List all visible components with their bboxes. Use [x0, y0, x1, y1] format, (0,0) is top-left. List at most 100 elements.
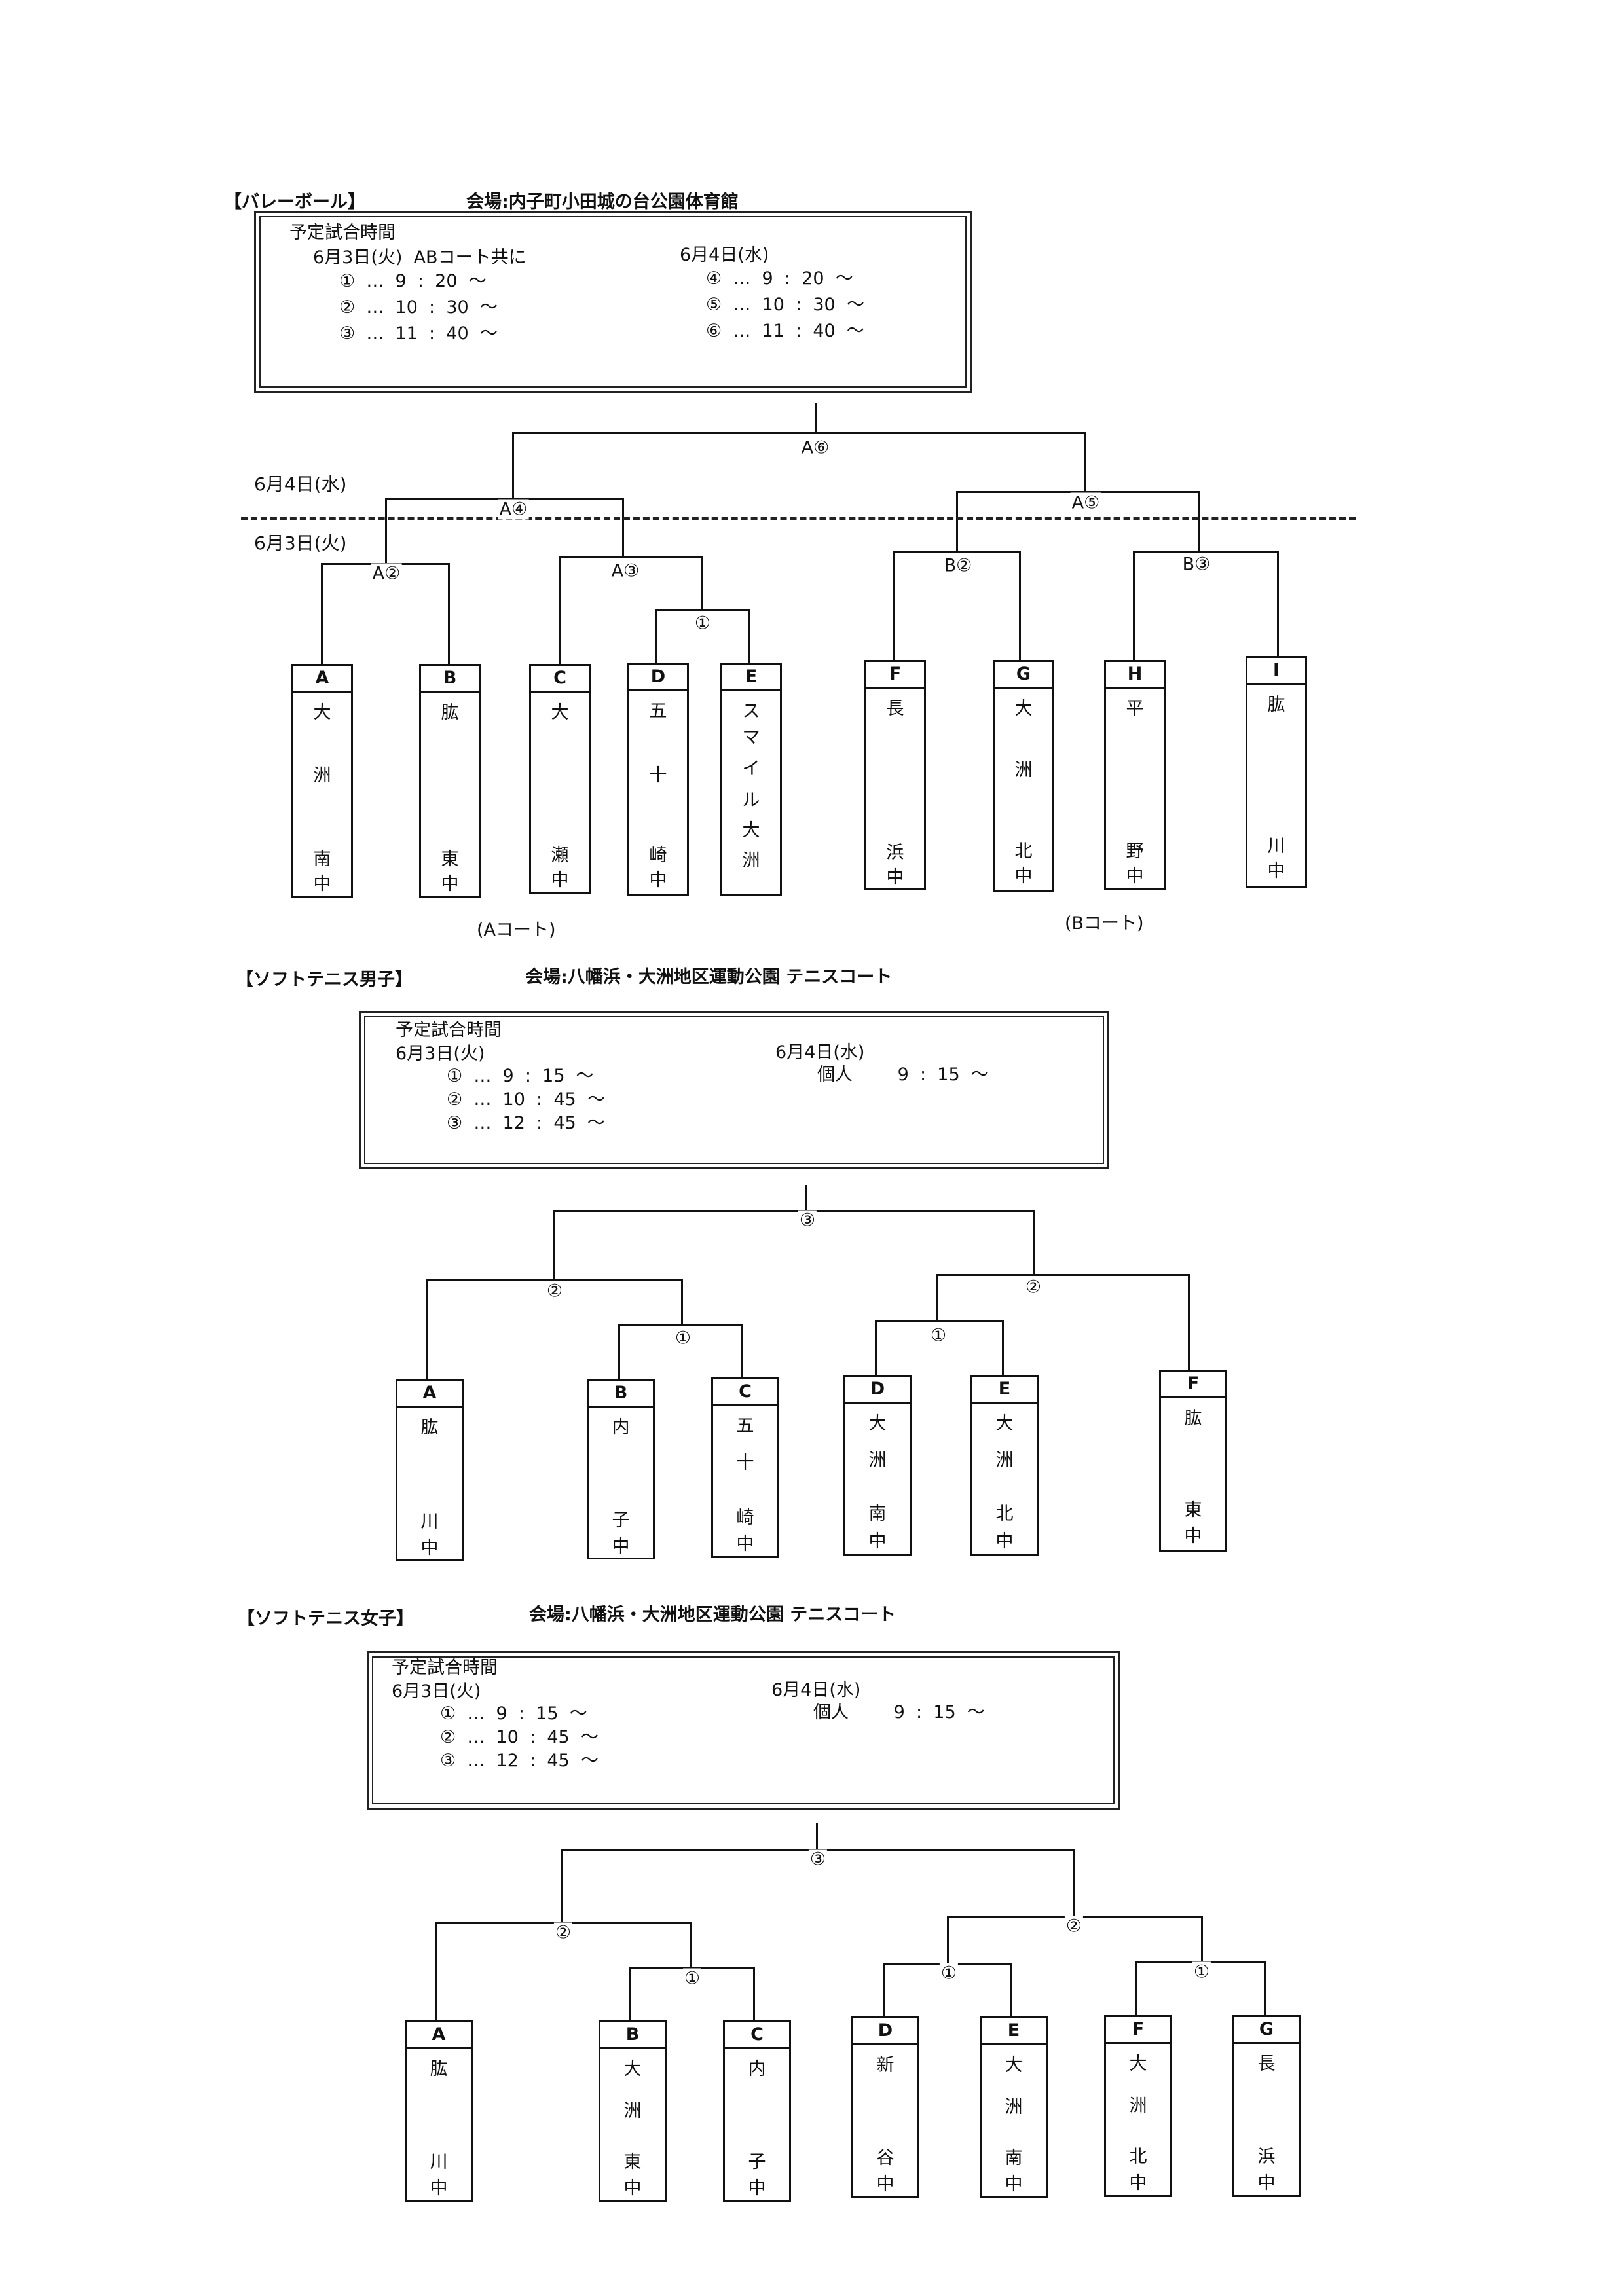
team-name-char: 中 — [649, 870, 667, 890]
team-name-char: 浜 — [1257, 2147, 1276, 2167]
team-name-char: 子 — [748, 2152, 766, 2172]
tennis-girls-schedule-box — [367, 1651, 1120, 1810]
team-letter: C — [713, 1379, 777, 1406]
team-name-char: 大 — [742, 820, 760, 841]
team-name-char: 大 — [995, 1413, 1014, 1434]
team-name-char: 肱 — [441, 702, 459, 723]
bracket-line — [805, 1185, 807, 1211]
bracket-line — [553, 1210, 555, 1281]
bracket-line — [561, 1849, 563, 1923]
tennis-girls-venue: 会場:八幡浜・大洲地区運動公園 テニスコート — [529, 1605, 896, 1625]
bracket-line — [875, 1320, 877, 1376]
team-name-char: 十 — [649, 765, 667, 786]
team-letter: B — [421, 666, 479, 693]
volleyball-day2-row: ⑥ … 11 : 40 ～ — [706, 321, 864, 341]
bracket-line — [655, 609, 657, 668]
date-label-june3: 6月3日(火) — [254, 532, 347, 554]
team-name-char: 洲 — [1005, 2097, 1023, 2117]
match-label: A③ — [610, 560, 641, 581]
team-name-char: 大 — [1014, 699, 1033, 719]
bracket-line — [1133, 551, 1135, 661]
bracket-line — [816, 1823, 818, 1850]
bracket-line — [748, 609, 750, 668]
tennis-boys-schedule-heading: 予定試合時間 — [396, 1020, 502, 1040]
bracket-line — [435, 1922, 437, 2022]
team-name-char: 中 — [420, 1538, 439, 1558]
bracket-line — [553, 1210, 1035, 1212]
bracket-line — [1277, 551, 1279, 661]
bracket-line — [947, 1916, 949, 1964]
match-label: ② — [1064, 1916, 1084, 1937]
team-name-char: 洲 — [742, 850, 760, 871]
team-letter: I — [1247, 658, 1305, 685]
bracket-line — [622, 498, 624, 556]
team-name-char: 五 — [649, 701, 667, 721]
team-name-char: 中 — [1257, 2173, 1276, 2193]
team-name-char: 中 — [313, 874, 331, 894]
bracket-line — [618, 1324, 743, 1326]
date-label-june4: 6月4日(水) — [254, 473, 347, 495]
match-label: A⑥ — [800, 437, 831, 458]
volleyball-day2-row: ⑤ … 10 : 30 ～ — [706, 295, 864, 315]
match-label: A④ — [498, 499, 529, 520]
bracket-line — [1033, 1210, 1035, 1275]
team-name-char: 東 — [441, 849, 459, 869]
team-letter: G — [1234, 2017, 1299, 2044]
team-name-char: 内 — [612, 1417, 630, 1438]
team-name-char: 中 — [1014, 866, 1033, 886]
team-letter: B — [600, 2022, 665, 2049]
bracket-line — [618, 1324, 620, 1380]
team-name-char: 大 — [623, 2059, 642, 2079]
team-letter: G — [995, 662, 1052, 689]
match-label: A② — [371, 563, 402, 584]
team-letter: C — [725, 2022, 789, 2049]
court-a-label: (Aコート) — [477, 920, 556, 940]
volleyball-day2-label: 6月4日(水) — [680, 245, 769, 265]
team-name-char: 内 — [748, 2059, 766, 2079]
bracket-line — [1188, 1274, 1190, 1371]
match-label: ③ — [798, 1210, 817, 1231]
tennis-boys-day1-row: ③ … 12 : 45 ～ — [447, 1113, 605, 1133]
tennis-boys-schedule-box — [359, 1011, 1109, 1169]
team-name-char: ル — [742, 790, 760, 811]
team-name-char: マ — [742, 727, 760, 748]
bracket-line — [956, 491, 958, 551]
bracket-line — [426, 1279, 682, 1281]
volleyball-day1-row: ③ … 11 : 40 ～ — [339, 323, 498, 344]
tennis-girls-day2-row: 個人 9 : 15 ～ — [813, 1702, 985, 1722]
tennis-girls-day2-label: 6月4日(水) — [771, 1680, 861, 1700]
team-letter: D — [853, 2018, 917, 2045]
bracket-line — [893, 551, 1020, 553]
bracket-line — [559, 556, 702, 558]
bracket-line — [559, 556, 561, 668]
team-name-char: 北 — [1129, 2147, 1147, 2167]
team-name-char: 中 — [551, 870, 569, 890]
bracket-line — [815, 403, 817, 433]
team-name-char: 浜 — [886, 843, 904, 863]
team-name-char: 谷 — [876, 2148, 895, 2168]
bracket-line — [936, 1274, 938, 1321]
team-name-char: 中 — [1267, 861, 1285, 881]
volleyball-section-title: 【バレーボール】 — [224, 192, 365, 212]
team-name-char: 中 — [623, 2178, 642, 2198]
volleyball-day1-row: ② … 10 : 30 ～ — [339, 297, 498, 318]
team-name-char: 五 — [736, 1416, 754, 1436]
tennis-girls-day1-label: 6月3日(火) — [392, 1681, 481, 1702]
volleyball-day1-row: ① … 9 : 20 ～ — [339, 271, 487, 291]
tennis-boys-day1-label: 6月3日(火) — [396, 1044, 485, 1064]
team-name-char: 大 — [1005, 2055, 1023, 2075]
team-name-char: 洲 — [313, 765, 331, 786]
team-name-char: 大 — [1129, 2054, 1147, 2074]
day-divider-line — [241, 517, 1356, 520]
